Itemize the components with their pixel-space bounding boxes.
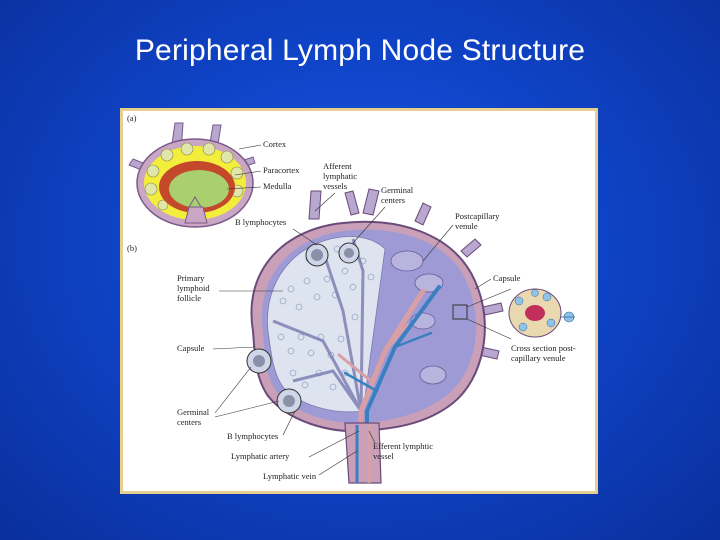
panel-b-marker: (b) — [127, 243, 137, 253]
label-paracortex: Paracortex — [263, 165, 300, 175]
lymph-node-diagram: (a) (b) Cortex Paracortex Medulla Affere… — [127, 113, 576, 484]
label-capsule-left: Capsule — [177, 343, 205, 353]
label-efferent-1: Efferent lymphtic — [373, 441, 433, 451]
label-postcapillary-1: Postcapillary — [455, 211, 500, 221]
label-cross-section-2: capillary venule — [511, 353, 566, 363]
label-postcapillary-2: venule — [455, 221, 478, 231]
label-germinal-bottom-2: centers — [177, 417, 201, 427]
panel-a-node — [128, 122, 256, 228]
label-cross-section-1: Cross section post- — [511, 343, 576, 353]
label-primary-3: follicle — [177, 293, 201, 303]
label-primary-2: lymphoid — [177, 283, 210, 293]
label-afferent-3: vessels — [323, 181, 347, 191]
label-b-lymphocytes-bottom: B lymphocytes — [227, 431, 278, 441]
germinal-centers — [246, 242, 360, 414]
label-germinal-top-2: centers — [381, 195, 405, 205]
panel-a-marker: (a) — [127, 113, 137, 123]
label-primary-1: Primary — [177, 273, 205, 283]
label-lymphatic-artery: Lymphatic artery — [231, 451, 290, 461]
label-lymphatic-vein: Lymphatic vein — [263, 471, 317, 481]
panel-b-node — [246, 188, 504, 484]
label-afferent-2: lymphatic — [323, 171, 357, 181]
label-germinal-bottom-1: Germinal — [177, 407, 210, 417]
cross-section-inset — [466, 288, 575, 340]
slide-title: Peripheral Lymph Node Structure — [134, 34, 586, 67]
label-capsule-right: Capsule — [493, 273, 521, 283]
label-b-lymphocytes-top: B lymphocytes — [235, 217, 286, 227]
label-germinal-top-1: Germinal — [381, 185, 414, 195]
lymph-node-figure: (a) (b) Cortex Paracortex Medulla Affere… — [120, 108, 598, 494]
label-afferent-1: Afferent — [323, 161, 352, 171]
label-medulla: Medulla — [263, 181, 292, 191]
diagram-labels: (a) (b) Cortex Paracortex Medulla Affere… — [127, 113, 576, 481]
label-efferent-2: vessel — [373, 451, 394, 461]
label-cortex: Cortex — [263, 139, 287, 149]
